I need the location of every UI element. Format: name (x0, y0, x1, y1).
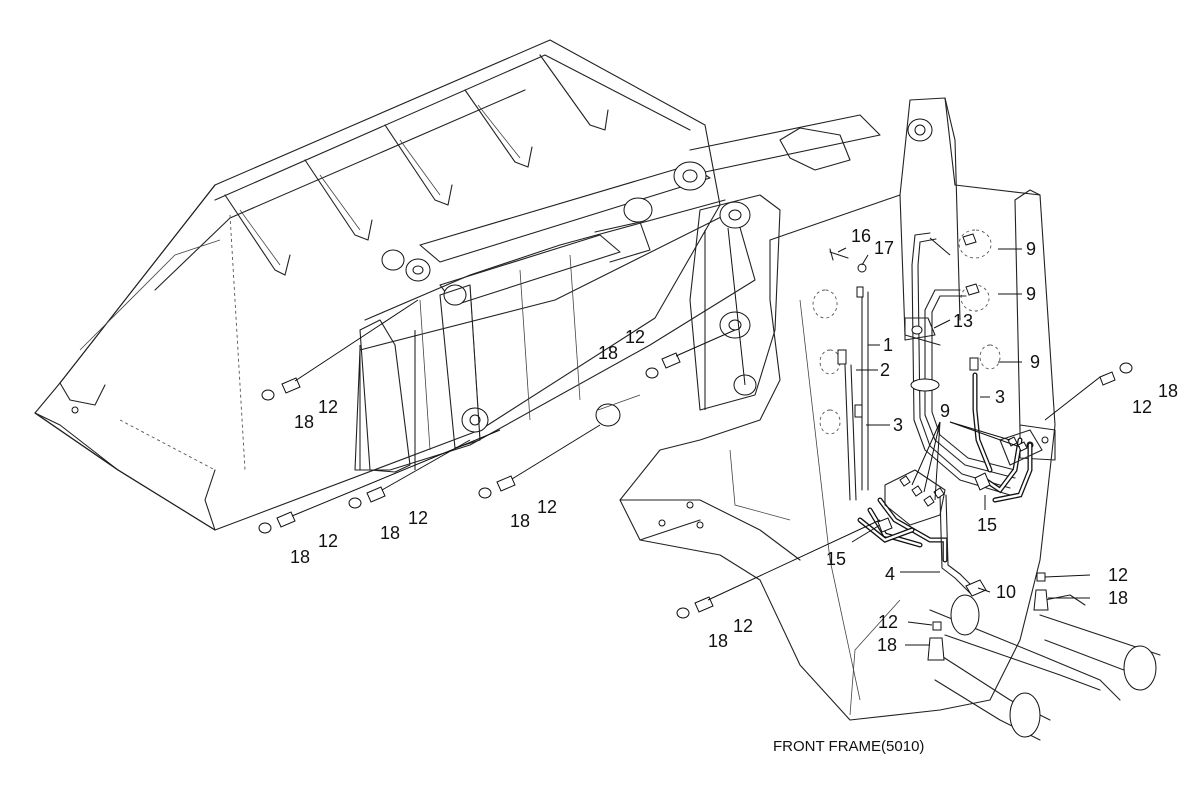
callout-12-f: 12 (733, 616, 753, 636)
callout-18-b: 18 (290, 547, 310, 567)
callout-leaders (837, 237, 1091, 646)
callout-9-third: 9 (1030, 352, 1040, 372)
callout-12-i: 12 (878, 612, 898, 632)
callout-1: 1 (883, 335, 893, 355)
callout-9-second: 9 (1026, 284, 1036, 304)
callout-12-e: 12 (625, 327, 645, 347)
callout-12-c: 12 (408, 508, 428, 528)
callout-2: 2 (880, 360, 890, 380)
hydraulic-hoses (829, 232, 1043, 597)
callout-18-c: 18 (380, 523, 400, 543)
callout-9-group: 9 (940, 401, 950, 421)
callout-18-d: 18 (510, 511, 530, 531)
callout-18-f: 18 (708, 631, 728, 651)
callout-17: 17 (874, 238, 894, 258)
callout-12-h: 12 (1108, 565, 1128, 585)
frame-caption: FRONT FRAME(5010) (773, 738, 924, 755)
callout-13: 13 (953, 311, 973, 331)
callout-12-b: 12 (318, 531, 338, 551)
callout-9-top: 9 (1026, 239, 1036, 259)
callout-18-e: 18 (598, 343, 618, 363)
callout-10: 10 (996, 582, 1016, 602)
callout-numbers: 1 2 3 3 4 9 9 9 9 10 12 12 12 12 12 12 1… (290, 226, 1178, 655)
callout-18-i: 18 (877, 635, 897, 655)
lift-cylinders (929, 594, 1161, 741)
callout-12-d: 12 (537, 497, 557, 517)
boom-arms (354, 114, 881, 473)
callout-16: 16 (851, 226, 871, 246)
grease-fittings (258, 227, 1133, 661)
callout-15-left: 15 (826, 549, 846, 569)
callout-12-a: 12 (318, 397, 338, 417)
callout-3-left: 3 (893, 415, 903, 435)
callout-12-g: 12 (1132, 397, 1152, 417)
callout-4: 4 (885, 564, 895, 584)
callout-3-right: 3 (995, 387, 1005, 407)
loader-bucket (34, 39, 721, 531)
front-frame (619, 97, 1056, 721)
callout-18-g: 18 (1158, 381, 1178, 401)
callout-18-h: 18 (1108, 588, 1128, 608)
callout-15-right: 15 (977, 515, 997, 535)
callout-18-a: 18 (294, 412, 314, 432)
